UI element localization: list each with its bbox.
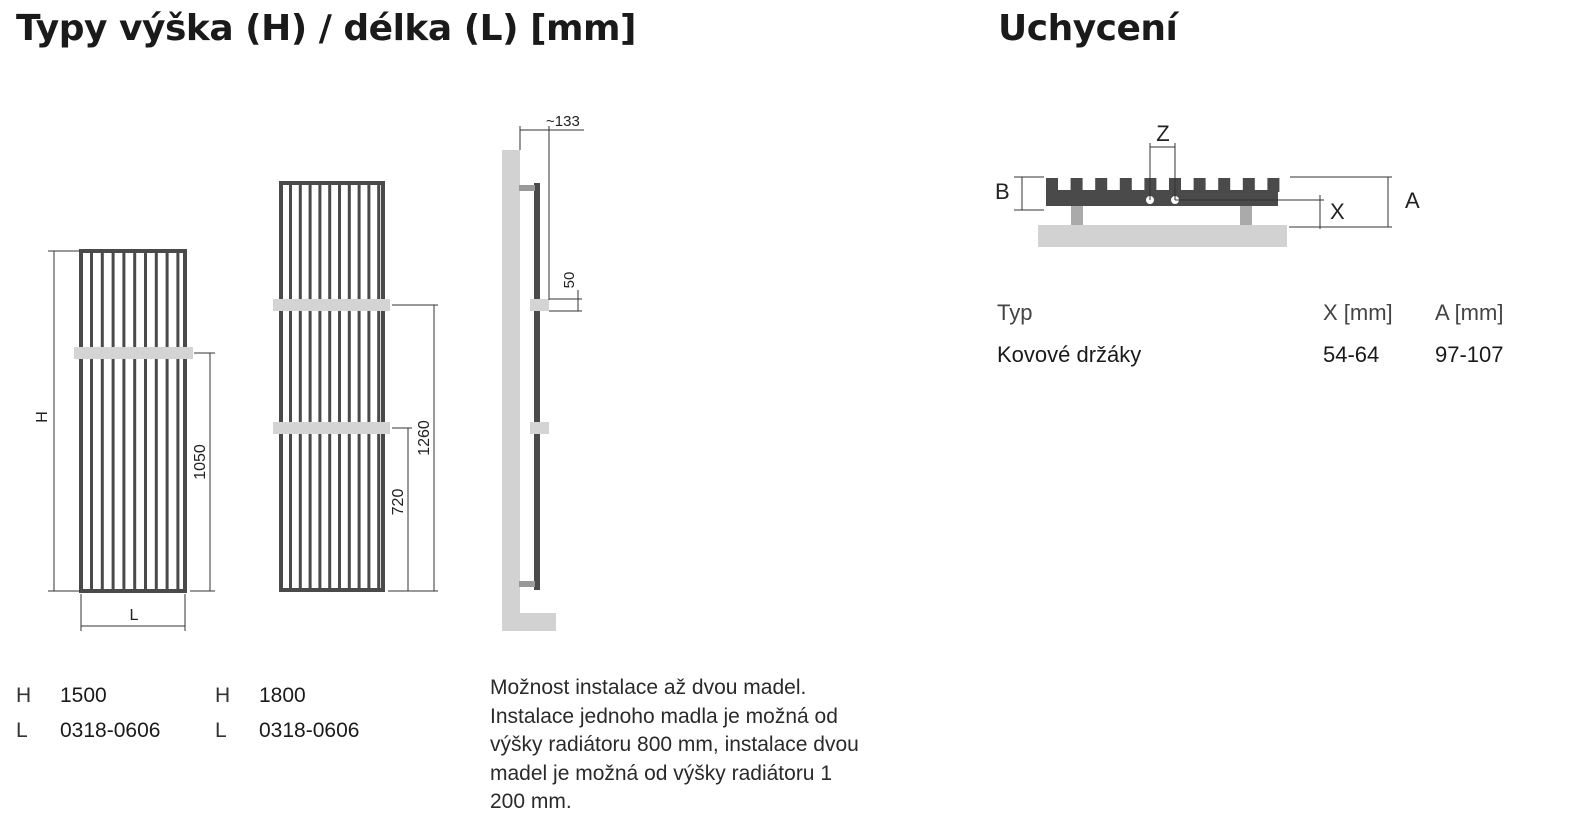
radiator-tube xyxy=(90,253,93,589)
spec-key-h: H xyxy=(16,683,32,707)
radiator-tube xyxy=(100,253,104,589)
dim-133-label: ~133 xyxy=(546,113,580,130)
spec-value-h: 1800 xyxy=(259,683,306,707)
radiator-fin xyxy=(1046,178,1058,192)
radiator-1-view: H L 1050 xyxy=(34,249,215,631)
radiator-2-tubes xyxy=(289,185,381,588)
radiator-1-frame xyxy=(79,249,187,593)
mount-dimensions xyxy=(1014,143,1392,229)
spec-value-l: 0318-0606 xyxy=(259,718,360,742)
radiator-fin xyxy=(1267,178,1280,192)
dim-720-label: 720 xyxy=(390,489,407,516)
radiator-tube xyxy=(144,253,147,589)
spec-row-h: H 1800 xyxy=(215,678,359,713)
header-a: A [mm] xyxy=(1435,300,1504,325)
mount-table: Typ X [mm] A [mm] Kovové držáky 54-64 97… xyxy=(997,292,1535,376)
radiator-fin xyxy=(1070,178,1083,192)
radiator-tube xyxy=(377,185,381,588)
side-bracket-top xyxy=(519,185,535,191)
dim-1050 xyxy=(190,352,215,592)
side-bar-lower xyxy=(530,422,549,434)
radiator-tube xyxy=(347,185,351,588)
radiator-2-view: 1260 720 xyxy=(273,181,438,592)
radiator-tube xyxy=(111,253,115,589)
radiator-tube xyxy=(328,185,332,588)
dim-1260-label: 1260 xyxy=(416,420,433,456)
dim-133 xyxy=(519,126,584,300)
mount-wall xyxy=(1038,225,1287,247)
radiator-tube xyxy=(154,253,158,589)
title-mounting: Uchycení xyxy=(998,8,1178,49)
radiator-tube xyxy=(338,185,341,588)
header-typ: Typ xyxy=(997,300,1033,325)
side-radiator-profile xyxy=(534,183,540,590)
radiator-tube xyxy=(176,253,180,589)
cell-a: 97-107 xyxy=(1435,342,1504,367)
radiator-fin xyxy=(1242,178,1255,192)
mount-radiator-base xyxy=(1046,190,1278,206)
mount-b-label: B xyxy=(995,179,1010,204)
dim-720 xyxy=(392,427,412,591)
mount-x-label: X xyxy=(1330,199,1345,224)
wall-section xyxy=(502,150,556,631)
mount-table-row: Kovové držáky 54-64 97-107 xyxy=(997,334,1535,376)
spec-value-l: 0318-0606 xyxy=(60,718,161,742)
side-bracket-bottom xyxy=(519,581,535,587)
technical-drawing: H L 1050 1260 720 xyxy=(34,113,1420,631)
spec-key-h: H xyxy=(215,683,231,707)
dim-h xyxy=(48,250,80,592)
spec-block-1800: H 1800 L 0318-0606 xyxy=(215,678,359,748)
mount-z-label: Z xyxy=(1156,121,1169,146)
radiator-tube xyxy=(122,253,126,589)
radiator-fin xyxy=(1218,178,1231,192)
spec-key-l: L xyxy=(16,718,28,742)
mount-section: Z B A X xyxy=(995,121,1420,247)
cell-x: 54-64 xyxy=(1323,342,1380,367)
spec-block-1500: H 1500 L 0318-0606 xyxy=(16,678,160,748)
mount-bracket-left xyxy=(1071,206,1083,225)
radiator-2-frame xyxy=(279,181,385,592)
radiator-2-towel-bar-upper xyxy=(273,299,390,311)
dim-h-label: H xyxy=(34,411,51,423)
radiator-tube xyxy=(298,185,302,588)
radiator-1-tubes xyxy=(90,253,180,589)
spec-value-h: 1500 xyxy=(60,683,107,707)
spec-row-l: L 0318-0606 xyxy=(16,713,160,748)
radiator-tube xyxy=(367,185,371,588)
radiator-fin xyxy=(1095,178,1108,192)
radiator-1-towel-bar xyxy=(74,347,193,359)
title-types: Typy výška (H) / délka (L) [mm] xyxy=(16,8,637,49)
mount-a-label: A xyxy=(1405,188,1420,213)
spec-key-l: L xyxy=(215,718,227,742)
radiator-2-towel-bar-lower xyxy=(273,422,390,434)
spec-row-h: H 1500 xyxy=(16,678,160,713)
dim-50-label: 50 xyxy=(561,272,578,289)
cell-type: Kovové držáky xyxy=(997,342,1142,367)
dim-50 xyxy=(549,290,582,312)
radiator-tube xyxy=(289,185,292,588)
radiator-fin xyxy=(1193,178,1206,192)
radiator-tube xyxy=(318,185,322,588)
radiator-tube xyxy=(357,185,361,588)
radiator-fin xyxy=(1119,178,1132,192)
radiator-tube xyxy=(133,253,137,589)
mount-radiator-fins xyxy=(1046,178,1280,192)
dim-l xyxy=(80,594,186,631)
header-x: X [mm] xyxy=(1323,300,1393,325)
dim-l-label: L xyxy=(130,607,139,624)
radiator-tube xyxy=(308,185,312,588)
dim-1050-label: 1050 xyxy=(192,444,209,480)
spec-row-l: L 0318-0606 xyxy=(215,713,359,748)
radiator-tube xyxy=(165,253,169,589)
side-bar-upper xyxy=(530,299,549,311)
mount-table-header: Typ X [mm] A [mm] xyxy=(997,292,1535,334)
installation-note: Možnost instalace až dvou madel. Instala… xyxy=(490,676,859,814)
side-view: ~133 50 xyxy=(502,113,584,631)
dim-1260 xyxy=(388,304,438,592)
mount-bracket-right xyxy=(1240,206,1252,225)
